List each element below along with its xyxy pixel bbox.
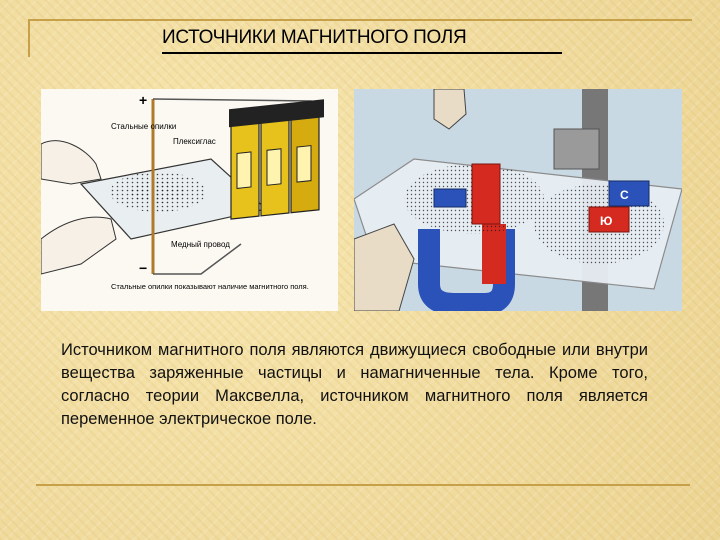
hand-top	[41, 140, 102, 185]
horseshoe-magnet	[418, 224, 515, 311]
wire-bottom	[153, 243, 242, 275]
hand-bottom	[41, 216, 117, 275]
frame-bottom-line	[36, 484, 690, 486]
label-plexiglass: Плексиглас	[173, 137, 216, 146]
slide-title: ИСТОЧНИКИ МАГНИТНОГО ПОЛЯ	[162, 27, 467, 48]
figure-caption: Стальные опилки показывают наличие магни…	[111, 282, 309, 291]
hand-top	[433, 89, 467, 130]
hand-bottom	[354, 223, 415, 311]
bar-magnet-red	[471, 163, 501, 225]
frame-left-line	[28, 19, 30, 57]
pole-n-label: Ю	[600, 214, 612, 228]
frame-top-line	[28, 19, 692, 21]
label-wire: Медный провод	[171, 240, 230, 249]
illustration-magnets: С Ю	[354, 89, 682, 311]
stand-clamp	[553, 128, 600, 170]
pole-s-label: С	[620, 188, 629, 202]
wire-field-drawing: + − Стальные опилки Плексиглас Медный пр…	[41, 92, 324, 291]
illustration-wire-field: + − Стальные опилки Плексиглас Медный пр…	[41, 89, 338, 311]
battery-pack	[229, 99, 324, 220]
body-paragraph: Источником магнитного поля являются движ…	[61, 341, 648, 428]
bar-magnet-pair: С Ю	[588, 180, 650, 233]
label-filings: Стальные опилки	[111, 122, 176, 131]
bar-magnet-blue-left	[433, 188, 467, 208]
plus-sign: +	[139, 92, 147, 108]
title-underline	[162, 52, 562, 54]
magnets-drawing: С Ю	[354, 89, 682, 311]
minus-sign: −	[139, 260, 147, 276]
